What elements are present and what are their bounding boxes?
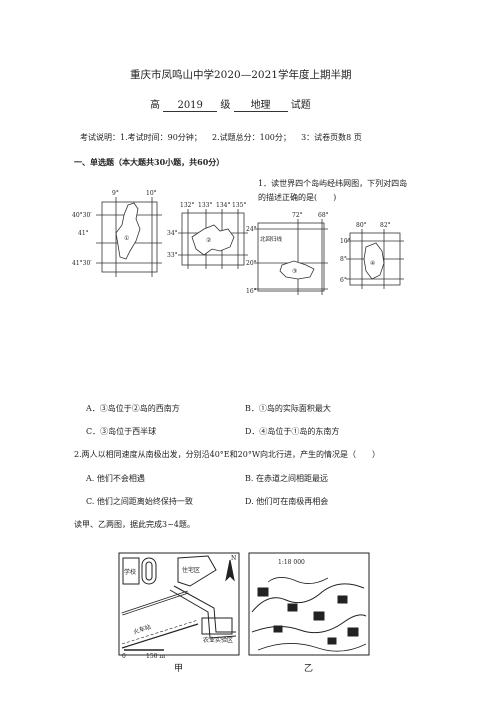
- fig-a-north-label: N: [231, 555, 236, 562]
- map3-lat-3: 16°: [246, 288, 257, 295]
- map3-lat-2: 20°: [246, 260, 257, 267]
- map4-lat-3: 6°: [340, 277, 347, 284]
- q2-option-d: D. 他们可在南极再相会: [245, 497, 329, 506]
- grade-prefix: 高: [150, 100, 160, 111]
- page-title: 重庆市凤鸣山中学2020—2021学年度上期半期: [130, 69, 352, 81]
- map2-lon-4: 135°: [232, 202, 246, 209]
- q1-option-a: A．③岛位于②岛的西南方: [86, 404, 180, 413]
- map3-frame: [257, 222, 325, 292]
- map2-island-label: ②: [206, 237, 211, 244]
- map2-lon-2: 133°: [198, 202, 212, 209]
- fig-a-scale-max: 150 m: [146, 653, 165, 660]
- fig-a-zone-label: 住宅区: [182, 566, 200, 574]
- q1-option-b: B．①岛的实际面积最大: [245, 404, 331, 413]
- map3-lon-1: 72°: [292, 212, 303, 219]
- q1-option-c: C．③岛位于西半球: [86, 427, 157, 436]
- map1-island-label: ①: [124, 235, 129, 242]
- map4-lat-2: 8°: [340, 256, 347, 263]
- map3-island-label: ③: [292, 268, 297, 275]
- map3-lon-2: 68°: [318, 212, 329, 219]
- notes-score: 2.试题总分：100分；: [211, 133, 291, 142]
- q1-island-maps: 9° 10° 40°30′ 41° 41°30′ ① 132° 133° 134…: [72, 190, 404, 295]
- notes-time: 1.考试时间：90分钟；: [120, 133, 202, 142]
- map4-lon-1: 80°: [356, 222, 367, 229]
- q2-option-b: B. 在赤道之间相距最远: [245, 474, 328, 483]
- map1-lon-2: 10°: [146, 190, 157, 197]
- map1-lat-1: 40°30′: [72, 212, 92, 219]
- fig-a-station-label: 火车站: [132, 623, 152, 636]
- q2-stem: 2.两人以相同速度从南极出发，分别沿40°E和20°W向北行进，产生的情况是（ …: [74, 450, 381, 459]
- map3-lat-1: 24°: [246, 226, 257, 233]
- fig-a-zone-block: [177, 555, 217, 587]
- grade-year: 2019: [163, 101, 218, 112]
- q34-figures: 学校 住宅区 火车站 农业实验区 0 150 m N 1:18 000 甲 乙: [118, 552, 370, 674]
- fig-b-frame: [248, 552, 370, 656]
- map4-island-label: ④: [370, 260, 375, 267]
- fig-a-scale-zero: 0: [122, 653, 126, 660]
- notes-label: 考试说明：: [80, 133, 120, 142]
- island-3-shape: [279, 260, 315, 280]
- map4-lon-2: 82°: [380, 222, 391, 229]
- fig-a-caption: 甲: [174, 663, 183, 674]
- fig-a-school-block: [122, 557, 140, 585]
- fig-b-road-1: [251, 583, 365, 613]
- q1-stem-line2: 的描述正确的是( ): [258, 193, 337, 202]
- map2-lon-3: 134°: [216, 202, 230, 209]
- island-4-shape: [363, 242, 385, 280]
- map4-lat-1: 10°: [340, 238, 351, 245]
- map2-lat-1: 34°: [167, 230, 178, 237]
- map3-tropic-label: 北回归线: [260, 235, 283, 243]
- notes-pages: 3：试卷页数8 页: [301, 133, 362, 142]
- fig-a-school-label: 学校: [124, 568, 136, 576]
- fig-a-railway: [121, 623, 199, 649]
- grade-word: 级: [220, 100, 231, 111]
- map1-frame: [101, 201, 158, 273]
- exam-notes: 考试说明：1.考试时间：90分钟； 2.试题总分：100分； 3：试卷页数8 页: [80, 133, 362, 143]
- fig-a-track: [141, 557, 157, 585]
- island-2-shape: [191, 224, 235, 256]
- island-1-shape: [115, 202, 141, 260]
- map1-lon-1: 9°: [112, 190, 119, 197]
- fig-a-frame: [118, 552, 240, 656]
- q1-stem-line1: 1．读世界四个岛屿经纬网图，下列对四岛: [258, 179, 408, 188]
- exam-subtitle: 高 2019 级 地理 试题: [150, 101, 311, 112]
- fig-a-farm-block: [201, 617, 233, 635]
- map2-lon-1: 132°: [180, 202, 194, 209]
- map1-lat-3: 41°30′: [72, 260, 92, 267]
- q2-option-a: A. 他们不会相遇: [86, 474, 145, 483]
- map1-lat-2: 41°: [78, 230, 89, 237]
- map2-lat-2: 33°: [167, 252, 178, 259]
- north-arrow-icon: [225, 559, 235, 582]
- section-heading: 一、单选题（本大题共30小题，共60分）: [74, 157, 225, 167]
- fig-b-scale-label: 1:18 000: [278, 559, 305, 566]
- exam-word: 试题: [290, 100, 311, 111]
- fig-a-farm-label: 农业实验区: [203, 636, 233, 644]
- map2-frame: [181, 212, 245, 266]
- q34-intro: 读甲、乙两图，据此完成3~4题。: [74, 520, 195, 529]
- q2-option-c: C. 他们之间距离始终保持一致: [86, 497, 193, 506]
- subject-name: 地理: [233, 101, 288, 112]
- fig-b-caption: 乙: [304, 663, 313, 674]
- q1-option-d: D．④岛位于①岛的东南方: [245, 427, 340, 436]
